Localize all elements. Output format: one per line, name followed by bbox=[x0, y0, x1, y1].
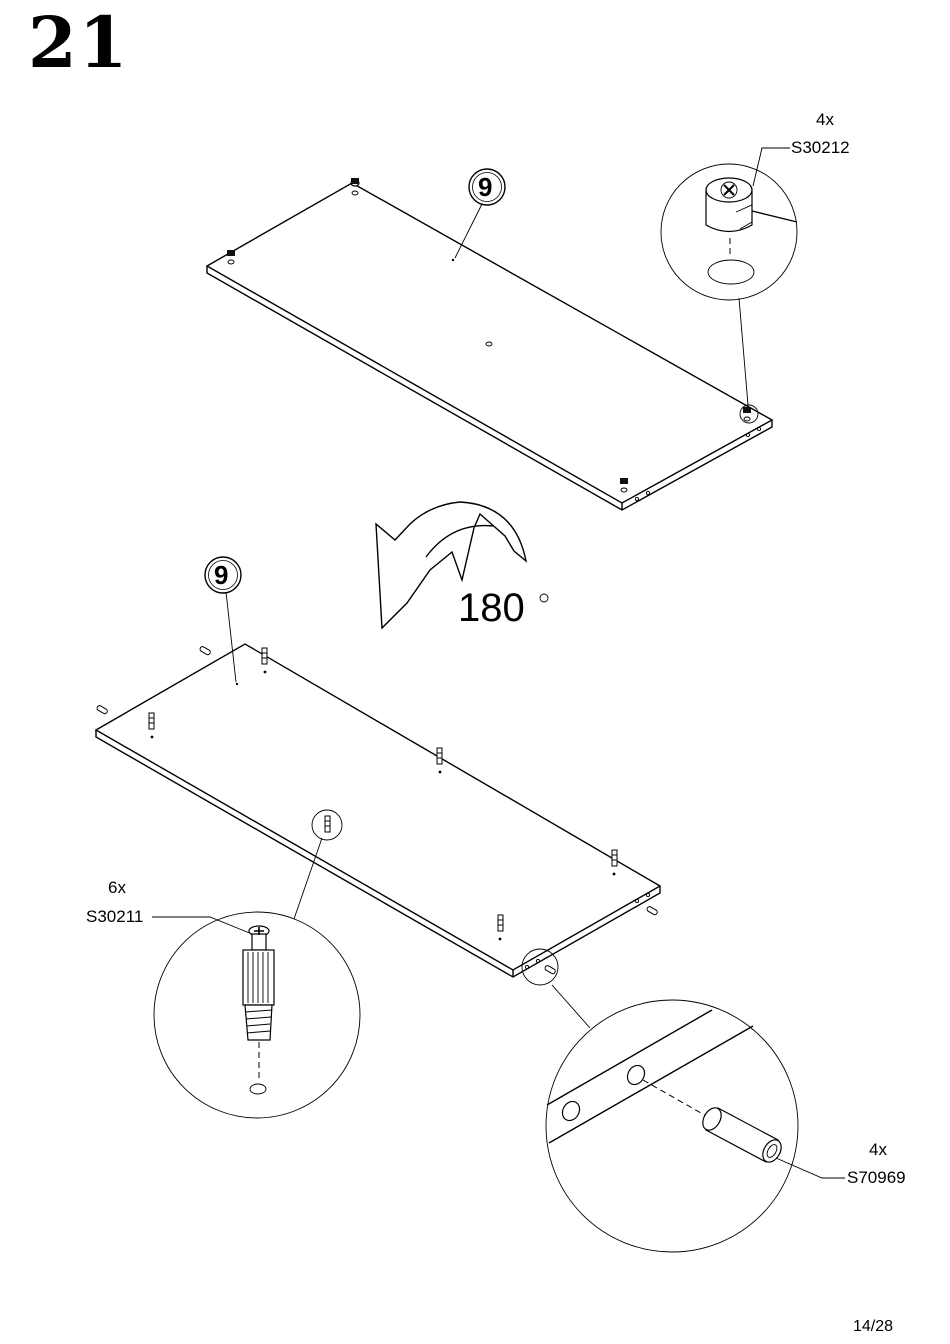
cam-lock-marker bbox=[227, 250, 235, 264]
cam-lock-marker bbox=[620, 478, 628, 492]
cam-bolt-marker bbox=[612, 850, 617, 875]
dowel-quantity: 4x bbox=[869, 1140, 887, 1160]
part-label-bottom: 9 bbox=[214, 560, 228, 591]
dowel-detail bbox=[546, 985, 845, 1252]
cam-bolt-marker bbox=[437, 748, 442, 773]
cam-bolt-code: S30211 bbox=[86, 907, 143, 927]
rotation-angle: 180 bbox=[458, 586, 525, 631]
cam-bolt-marker bbox=[498, 915, 503, 940]
cam-lock-marker bbox=[743, 407, 751, 421]
dowel-marker bbox=[96, 705, 108, 715]
cam-bolt-detail bbox=[152, 838, 360, 1118]
cam-lock-quantity: 4x bbox=[795, 110, 855, 130]
part-label-top: 9 bbox=[478, 172, 492, 203]
panel-bottom bbox=[96, 644, 660, 985]
degree-marker bbox=[540, 594, 548, 602]
dowel-code: S70969 bbox=[847, 1168, 906, 1188]
cam-lock-code: S30212 bbox=[791, 138, 850, 158]
page-indicator: 14/28 bbox=[853, 1318, 893, 1336]
cam-bolt-marker bbox=[149, 713, 154, 738]
cam-bolt-marker bbox=[325, 816, 330, 832]
panel-top bbox=[207, 178, 772, 510]
dowel-marker bbox=[544, 965, 556, 975]
dowel-marker bbox=[199, 646, 211, 656]
dowel-marker bbox=[646, 906, 658, 916]
cam-lock-detail bbox=[661, 148, 797, 405]
cam-bolt-quantity: 6x bbox=[108, 878, 126, 898]
cam-bolt-marker bbox=[262, 648, 267, 673]
